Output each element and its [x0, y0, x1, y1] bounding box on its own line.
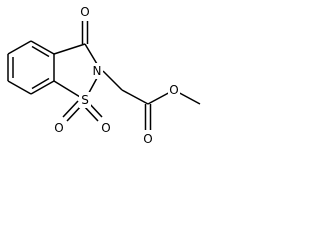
ketone-group — [81, 21, 89, 44]
bond-n-ch2 — [102, 70, 123, 91]
bond-c7a-c3 — [53, 43, 86, 55]
bond-c2-c3 — [7, 40, 32, 55]
label-bg-o-ester-carbonyl — [142, 131, 154, 147]
atom-o-ester-carbonyl: O — [143, 132, 152, 146]
bond-s-o-left-b — [62, 100, 79, 118]
label-bg-s — [79, 92, 91, 108]
atom-o-ester: O — [169, 83, 178, 97]
atom-o-sulfonyl-left: O — [54, 121, 63, 135]
label-bg-o-sulfonyl-left — [53, 120, 65, 136]
atom-o-ketone: O — [80, 5, 89, 19]
atom-labels: O N S O O O O — [53, 4, 180, 147]
molecule-structure: O N S O O O O — [7, 4, 201, 147]
atom-s: S — [81, 93, 89, 107]
atom-n: N — [93, 64, 102, 78]
label-bg-o-sulfonyl-right — [100, 120, 112, 136]
bond-c1-c2 — [30, 40, 55, 55]
bond-ch2-c — [121, 89, 149, 105]
label-bg-n — [91, 63, 103, 79]
five-membered-ring — [53, 43, 98, 101]
bond-c4-c5 — [7, 80, 32, 95]
benzene-ring — [7, 40, 55, 95]
bond-c5-c6 — [30, 80, 55, 95]
label-bg-o-ester — [168, 82, 180, 98]
bond-c1-c2-inner — [31, 45, 50, 58]
atom-o-sulfonyl-right: O — [101, 121, 110, 135]
label-bg-o-ketone — [79, 4, 91, 20]
bond-c5-c6-inner — [31, 77, 50, 90]
bond-c3-n — [84, 43, 98, 65]
acetate-chain — [102, 70, 201, 130]
